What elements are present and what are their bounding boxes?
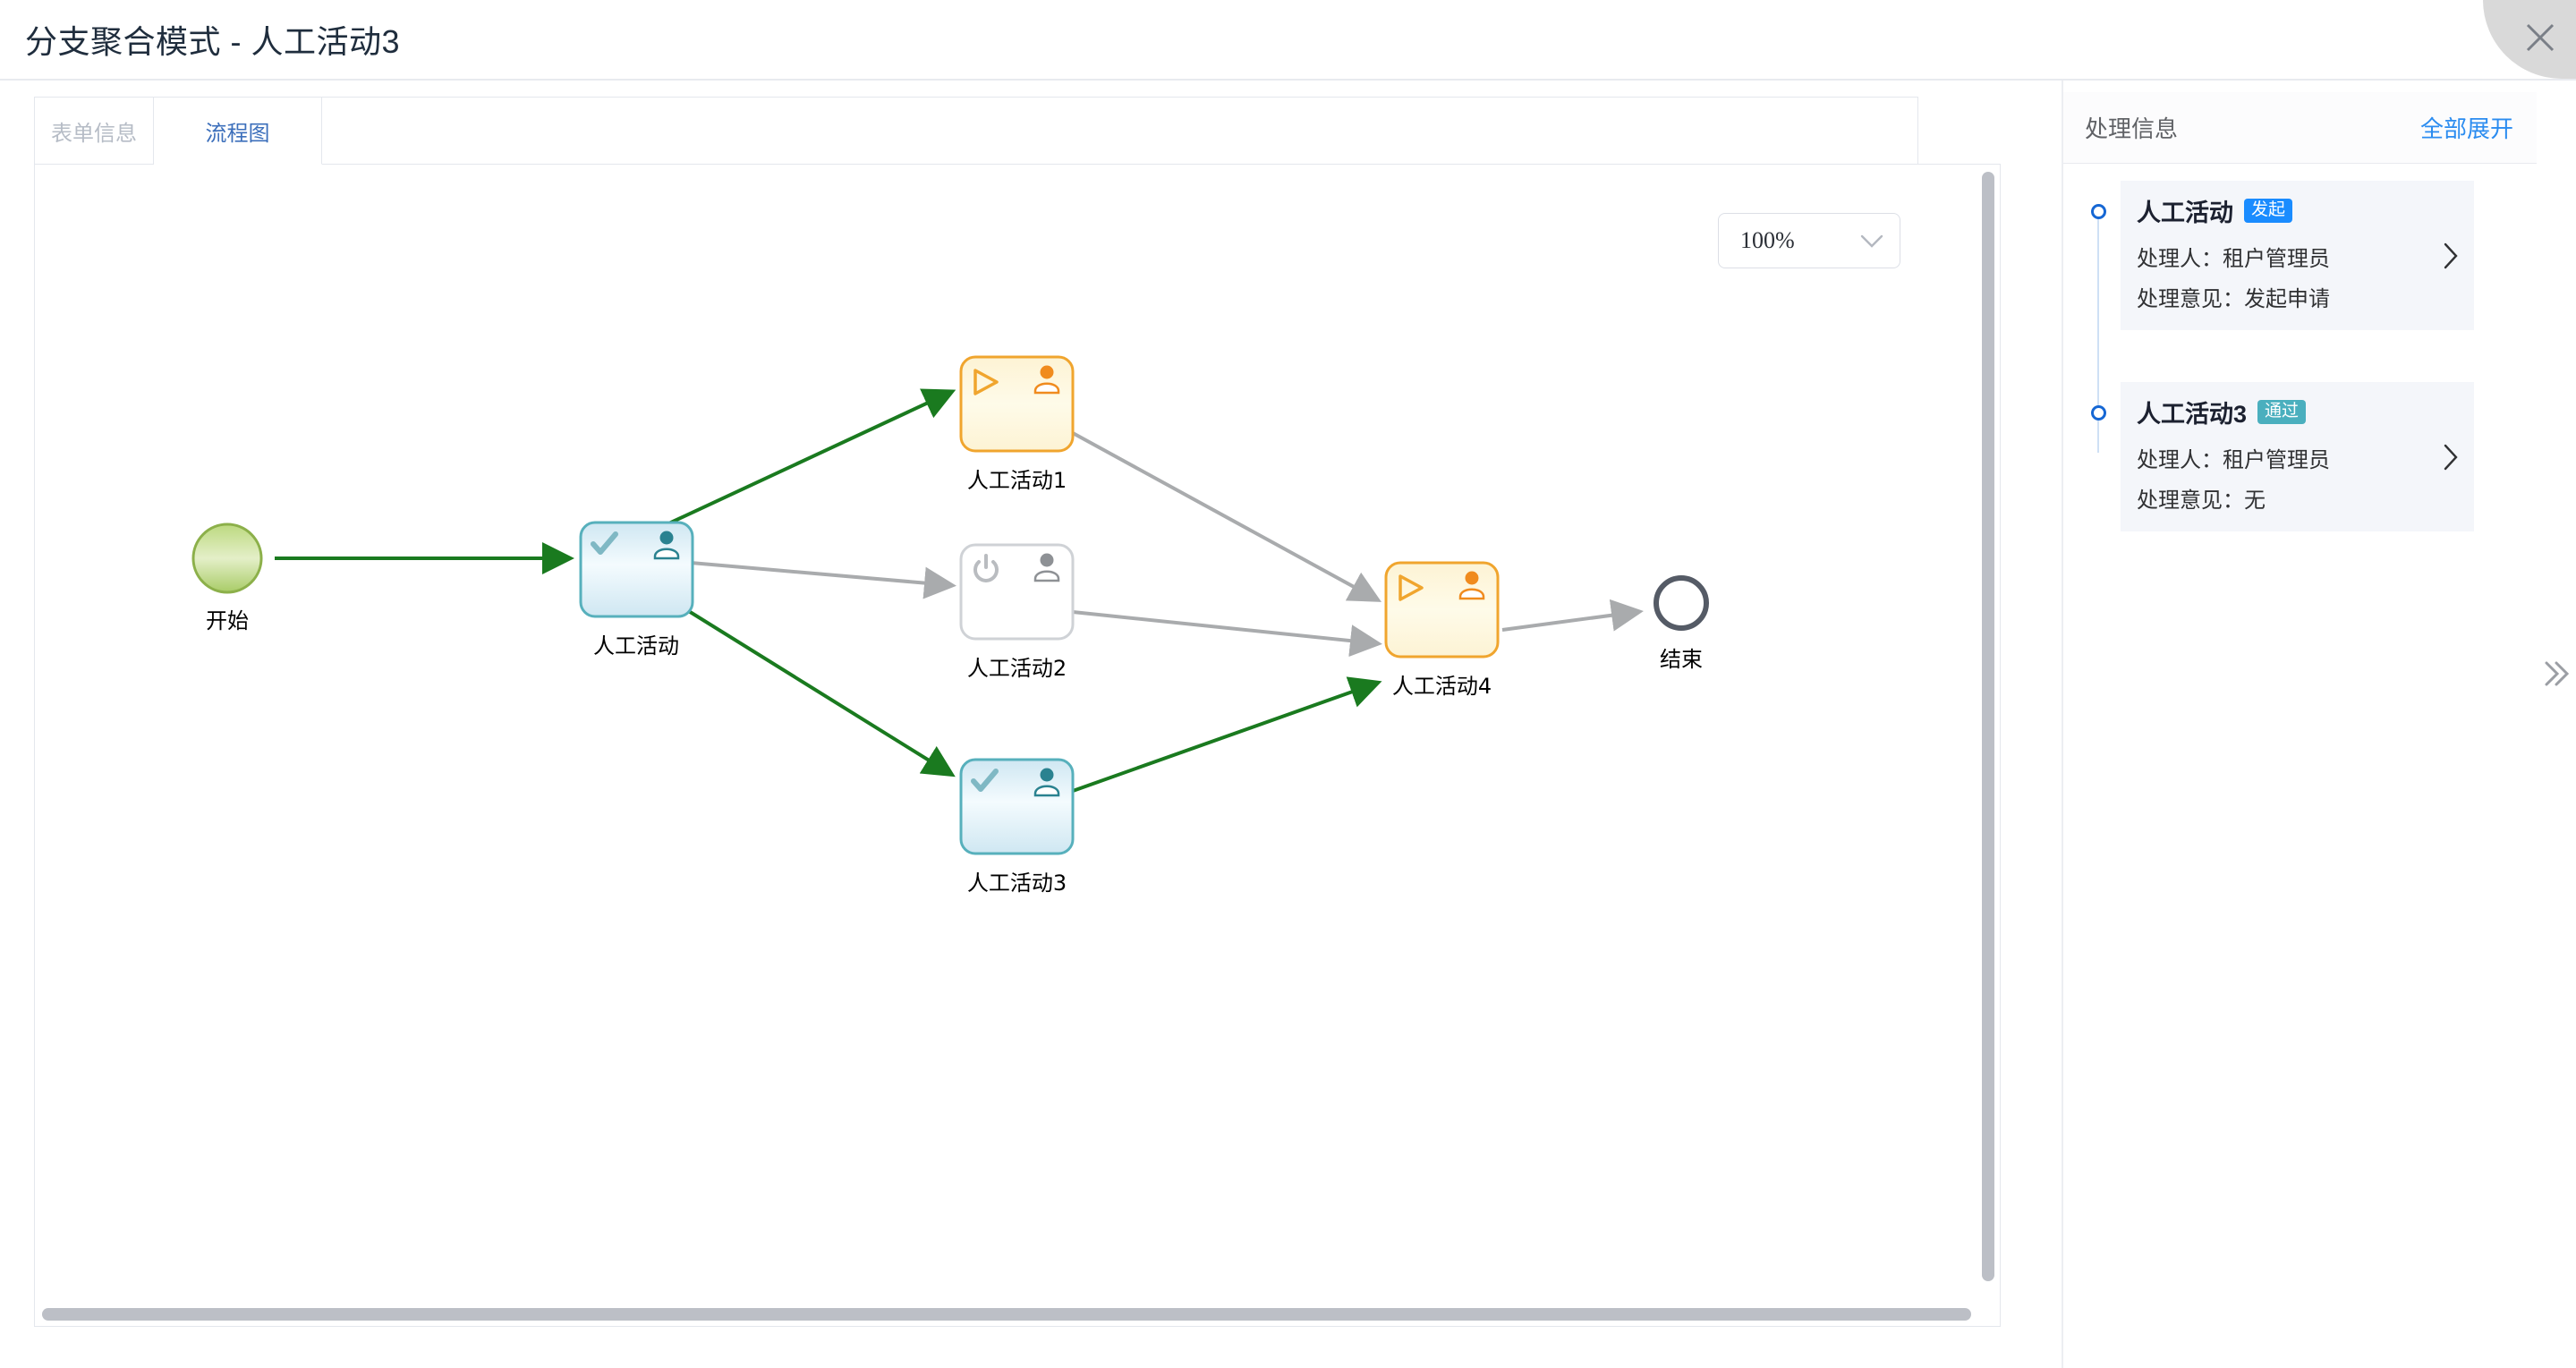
status-badge: 通过 [2257, 400, 2307, 424]
tab-flow-chart[interactable]: 流程图 [154, 97, 322, 165]
zoom-level-select[interactable]: 100% [1718, 213, 1900, 268]
panel-collapse-button[interactable] [2541, 658, 2576, 693]
node-task-renngong-huodong-4[interactable] [1384, 561, 1500, 659]
status-badge: 发起 [2244, 199, 2293, 223]
tab-form-info[interactable]: 表单信息 [34, 97, 154, 165]
tab-flow-chart-label: 流程图 [205, 121, 270, 146]
check-icon [971, 769, 999, 792]
process-card-2-opinion: 处理意见：无 [2137, 489, 2266, 513]
node-start[interactable] [191, 523, 263, 594]
edge-a0-to-a1 [660, 388, 956, 529]
node-task-renngong-huodong[interactable] [579, 521, 694, 618]
node-task-renngong-huodong-3[interactable] [959, 758, 1075, 855]
zoom-level-value: 100% [1740, 227, 1795, 253]
process-card-1-opinion: 处理意见：发起申请 [2137, 287, 2330, 311]
process-card-1[interactable]: 人工活动 发起 处理人：租户管理员 处理意见：发起申请 [2121, 181, 2474, 330]
process-info-panel: 处理信息 全部展开 人工活动 发起 处理人：租户管理员 处理意见：发起申请 [2062, 81, 2576, 1368]
timeline-connector-line [2097, 215, 2099, 453]
timeline-item: 人工活动3 通过 处理人：租户管理员 处理意见：无 [2063, 382, 2537, 531]
page-title: 分支聚合模式 - 人工活动3 [25, 23, 401, 60]
tab-form-info-label: 表单信息 [51, 121, 137, 146]
edge-a0-to-a3 [659, 592, 956, 777]
chevron-down-icon [1860, 234, 1883, 248]
process-panel-title: 处理信息 [2085, 115, 2179, 142]
play-icon [973, 369, 999, 395]
process-timeline: 人工活动 发起 处理人：租户管理员 处理意见：发起申请 人工活动3 通过 [2063, 181, 2537, 562]
chevron-right-icon[interactable] [2442, 242, 2460, 270]
process-card-2-title-row: 人工活动3 通过 [2137, 395, 2458, 429]
node-label-start: 开始 [206, 608, 249, 633]
person-icon [1458, 571, 1485, 600]
canvas-vertical-scrollbar[interactable] [1982, 172, 1994, 1281]
person-icon [1033, 768, 1060, 797]
person-icon [1033, 365, 1060, 395]
node-task-renngong-huodong-1[interactable] [959, 355, 1075, 453]
expand-all-button[interactable]: 全部展开 [2419, 115, 2513, 142]
timeline-dot [2091, 405, 2106, 421]
page-header: 分支聚合模式 - 人工活动3 [0, 0, 2576, 81]
chevron-right-icon[interactable] [2442, 443, 2460, 472]
process-card-1-title-row: 人工活动 发起 [2137, 193, 2458, 228]
process-panel-header: 处理信息 全部展开 [2063, 92, 2537, 164]
edge-a0-to-a2 [669, 559, 956, 599]
edge-a4-to-end [1501, 599, 1644, 632]
close-button[interactable] [2483, 0, 2576, 79]
tab-bar-filler [322, 97, 1918, 165]
flow-diagram [191, 355, 1709, 855]
node-label-a2: 人工活动2 [966, 656, 1067, 681]
check-icon [591, 531, 618, 555]
node-label-a3: 人工活动3 [966, 871, 1067, 896]
tab-bar: 表单信息 流程图 [34, 97, 1918, 165]
timeline-item: 人工活动 发起 处理人：租户管理员 处理意见：发起申请 [2063, 181, 2537, 330]
person-icon [653, 531, 680, 560]
process-card-2-title: 人工活动3 [2137, 401, 2248, 428]
edge-a2-to-a4 [1072, 610, 1382, 658]
power-icon [973, 554, 999, 582]
canvas-horizontal-scrollbar[interactable] [42, 1308, 1971, 1321]
flow-canvas[interactable]: 开始 人工活动 人工活动1 人工活动2 人工活动3 人工活动4 结束 [34, 164, 2001, 1327]
close-icon [2526, 23, 2555, 52]
node-label-a1: 人工活动1 [966, 468, 1067, 493]
process-card-2[interactable]: 人工活动3 通过 处理人：租户管理员 处理意见：无 [2121, 382, 2474, 531]
edge-a3-to-a4 [1072, 676, 1382, 793]
process-card-1-handler: 处理人：租户管理员 [2137, 247, 2330, 271]
double-chevron-right-icon [2545, 661, 2570, 686]
node-end[interactable] [1654, 575, 1709, 631]
node-task-renngong-huodong-2[interactable] [959, 543, 1075, 641]
play-icon [1399, 574, 1424, 601]
node-label-end: 结束 [1660, 647, 1703, 672]
edge-a1-to-a4 [1072, 431, 1382, 602]
timeline-dot [2091, 204, 2106, 219]
node-label-a0: 人工活动 [593, 633, 679, 659]
process-card-1-title: 人工活动 [2137, 200, 2233, 226]
process-card-2-handler: 处理人：租户管理员 [2137, 448, 2330, 472]
person-icon [1033, 553, 1060, 582]
node-label-a4: 人工活动4 [1391, 674, 1492, 699]
